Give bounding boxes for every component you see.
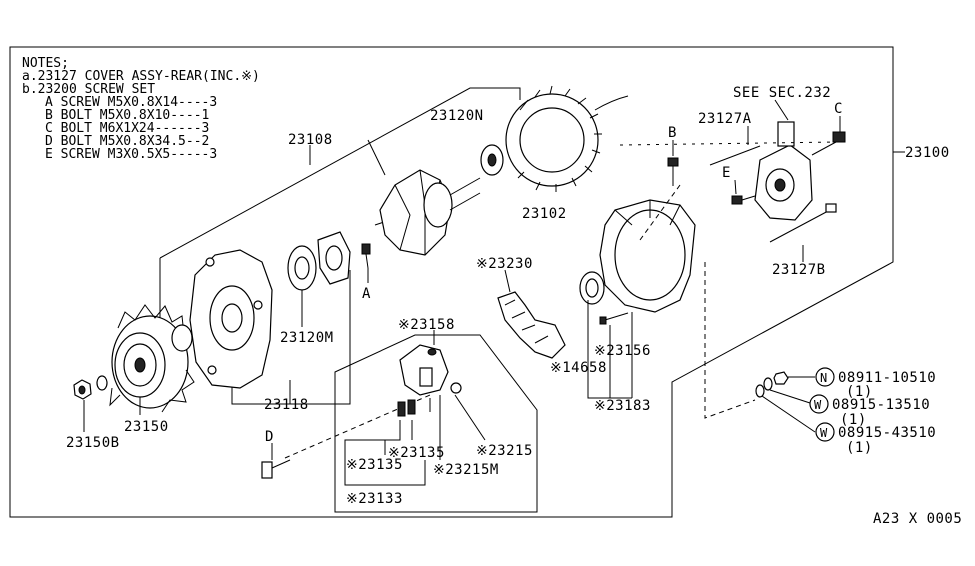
label-w1-part: 08915-13510: [832, 397, 930, 413]
label-see-sec: SEE SEC.232: [733, 85, 831, 101]
leader-23133: [344, 460, 426, 486]
label-23133: ※23133: [346, 491, 403, 507]
bolt-d: [261, 459, 291, 479]
leader-see-sec: [774, 99, 789, 121]
dashed-bolt-b-line: [639, 184, 681, 241]
n-circle: [815, 367, 835, 387]
screw-a: [361, 243, 371, 269]
leader-rotor: [367, 139, 386, 176]
footer-code: A23 X 0005: [873, 511, 962, 527]
mark-w2: W: [820, 426, 828, 440]
label-23150: 23150: [124, 419, 169, 435]
leader-w1-part: [769, 389, 811, 404]
rear-bearing: [480, 144, 504, 176]
label-23215m: ※23215M: [433, 462, 499, 478]
brush-holder-box: [334, 334, 538, 513]
label-23127a: 23127A: [698, 111, 752, 127]
notes-block: NOTES; a.23127 COVER ASSY-REAR(INC.※) b.…: [22, 56, 260, 162]
mark-w1: W: [814, 398, 822, 412]
screw-23156: [599, 312, 629, 325]
notes-title: NOTES;: [22, 56, 69, 71]
screw-e: [731, 195, 756, 205]
label-23127b: 23127B: [772, 262, 826, 278]
stator: [505, 85, 629, 192]
w1-circle: [809, 394, 829, 414]
label-n-part: 08911-10510: [838, 370, 936, 386]
front-housing: [189, 249, 273, 389]
label-23102: 23102: [522, 206, 567, 222]
leader-e: [734, 179, 737, 195]
label-23120n: 23120N: [430, 108, 484, 124]
bolt-b: [667, 157, 679, 186]
pulley-fan: [109, 304, 195, 413]
note-line-screw-e: E SCREW M3X0.5X5-----3: [45, 147, 217, 162]
label-23100: 23100: [905, 145, 950, 161]
note-line-bolt-b: B BOLT M5X0.8X10----1: [45, 108, 209, 123]
label-14658: ※14658: [550, 360, 607, 376]
label-23215: ※23215: [476, 443, 533, 459]
label-23120m: 23120M: [280, 330, 334, 346]
rear-cover: [599, 199, 696, 313]
note-line-bolt-d: D BOLT M5X0.8X34.5--2: [45, 134, 209, 149]
bracket-23183: [587, 300, 633, 399]
rear-cover-assy: [709, 121, 846, 243]
assembly-frame: [9, 46, 894, 518]
label-a: A: [362, 286, 371, 302]
brushes: [397, 399, 416, 417]
label-w2-part: 08915-43510: [838, 425, 936, 441]
label-23183: ※23183: [594, 398, 651, 414]
rotor: [374, 169, 481, 256]
label-w2-qty: (1): [846, 440, 873, 456]
label-23150b: 23150B: [66, 435, 120, 451]
label-23118: 23118: [264, 397, 309, 413]
rectifier: [497, 291, 566, 359]
leader-23230: [504, 269, 511, 293]
leader-23135: [344, 420, 413, 472]
note-line-screw-a: A SCREW M5X0.8X14----3: [45, 95, 217, 110]
front-bearing: [287, 245, 317, 291]
label-23135-lower: ※23135: [346, 457, 403, 473]
label-w1-qty: (1): [840, 412, 867, 428]
w2-circle: [815, 422, 835, 442]
label-d: D: [265, 429, 274, 445]
label-e: E: [722, 165, 731, 181]
note-line-a: a.23127 COVER ASSY-REAR(INC.※): [22, 69, 260, 84]
label-23108: 23108: [288, 132, 333, 148]
hardware-nut-washers: [755, 371, 789, 398]
label-23135-upper: ※23135: [388, 445, 445, 461]
note-line-bolt-c: C BOLT M6X1X24------3: [45, 121, 209, 136]
nut-23150b: [73, 375, 108, 400]
dashed-bolt-c-line: [619, 141, 841, 146]
seal-ring: [579, 271, 605, 305]
label-23158: ※23158: [398, 317, 455, 333]
retainer-plate: [317, 231, 351, 285]
label-n-qty: (1): [846, 384, 873, 400]
mark-n: N: [820, 371, 828, 385]
label-23230: ※23230: [476, 256, 533, 272]
label-b: B: [668, 125, 677, 141]
label-c: C: [834, 101, 843, 117]
dashed-hardware-line: [704, 262, 756, 419]
leader-w2-part: [761, 395, 816, 433]
brush-holder: [399, 344, 462, 396]
note-line-b: b.23200 SCREW SET: [22, 82, 155, 97]
label-23156: ※23156: [594, 343, 651, 359]
leader-23215: [454, 394, 486, 441]
